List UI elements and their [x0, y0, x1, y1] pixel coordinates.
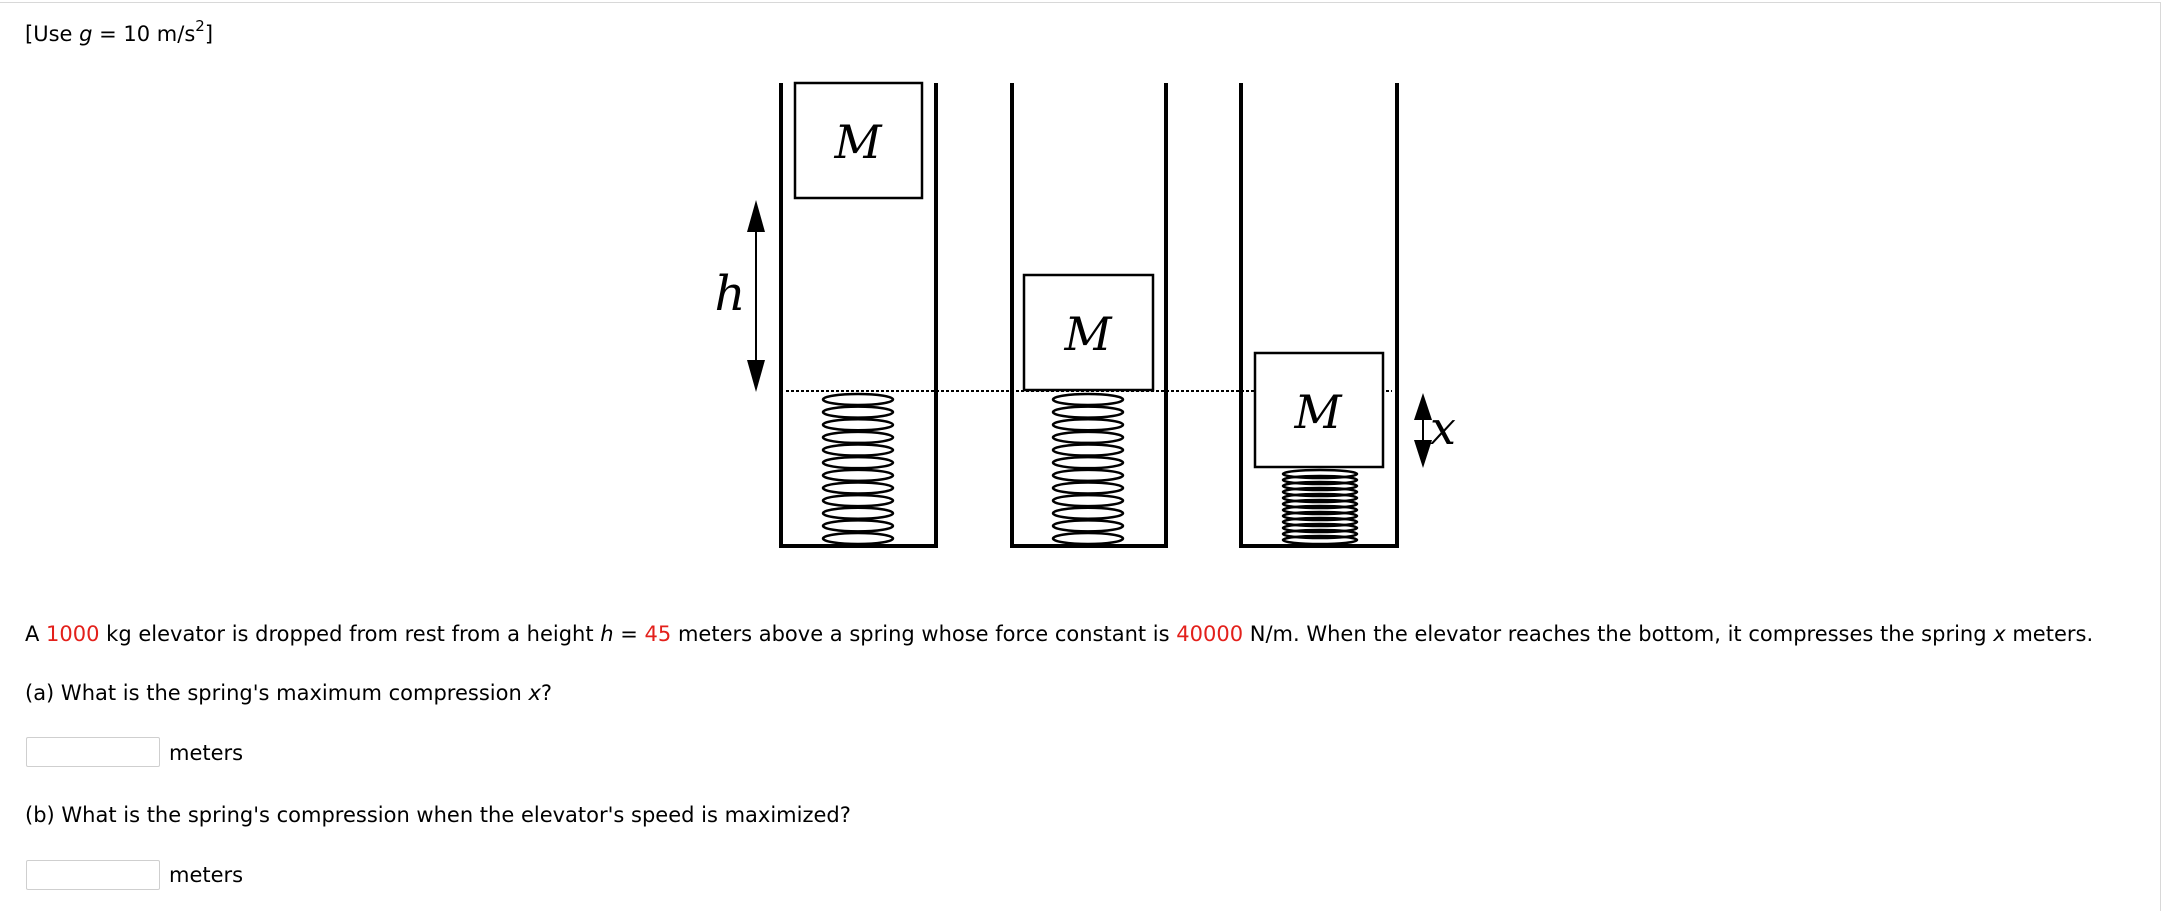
answer-b-unit: meters — [169, 863, 244, 887]
spring-coil — [1051, 468, 1125, 483]
height-arrow — [747, 200, 765, 392]
spring-coil — [821, 519, 895, 533]
answer-a-input[interactable] — [26, 737, 160, 767]
mass-value: 1000 — [46, 622, 100, 646]
mass-label-2: M — [1063, 307, 1113, 361]
spring-coil — [1281, 504, 1359, 516]
spring-3 — [1281, 468, 1359, 546]
spring-coil — [1051, 493, 1125, 508]
spring-coil — [1281, 516, 1359, 528]
spring-coil — [1051, 418, 1125, 432]
mass-block-2 — [1022, 273, 1155, 392]
spring-coil — [1051, 481, 1125, 495]
spring-coil — [821, 455, 895, 470]
mass-label-3: M — [1293, 385, 1343, 439]
compression-label: x — [1430, 401, 1456, 455]
compression-arrow — [1414, 393, 1432, 468]
spring-coil — [1281, 480, 1359, 492]
problem-statement: A 1000 kg elevator is dropped from rest … — [25, 622, 2094, 646]
spring-coil — [821, 506, 895, 520]
spring-coil — [821, 531, 895, 546]
spring-coil — [1051, 455, 1125, 470]
spring-coil — [1281, 522, 1359, 534]
question-a: (a) What is the spring's maximum compres… — [25, 681, 553, 705]
spring-coil — [821, 468, 895, 483]
spring-coil — [1281, 474, 1359, 486]
spring-coil — [821, 418, 895, 432]
given-note: [Use g = 10 m/s2] — [25, 17, 214, 47]
mass-block-1 — [793, 81, 924, 200]
height-label: h — [715, 266, 746, 322]
spring-constant-value: 40000 — [1176, 622, 1244, 646]
spring-coil — [821, 392, 895, 407]
spring-coil — [821, 493, 895, 508]
spring-coil — [1281, 534, 1359, 546]
mass-block-3 — [1253, 351, 1385, 469]
spring-coil — [1051, 531, 1125, 546]
spring-coil — [1281, 486, 1359, 498]
shaft-1 — [779, 83, 938, 548]
shaft-2 — [1010, 83, 1168, 548]
spring-coil — [1281, 498, 1359, 510]
spring-1 — [821, 392, 895, 546]
spring-coil — [1281, 528, 1359, 540]
spring-coil — [821, 481, 895, 495]
spring-coil — [1051, 405, 1125, 419]
spring-coil — [1281, 510, 1359, 522]
answer-a-unit: meters — [169, 741, 244, 765]
answer-b-input[interactable] — [26, 860, 160, 890]
spring-coil — [1051, 443, 1125, 457]
shaft-3 — [1239, 83, 1399, 548]
height-value: 45 — [644, 622, 672, 646]
spring-coil — [1051, 506, 1125, 520]
spring-coil — [821, 405, 895, 419]
question-b: (b) What is the spring's compression whe… — [25, 803, 851, 827]
spring-coil — [1051, 519, 1125, 533]
spring-2 — [1051, 392, 1125, 546]
spring-coil — [1281, 492, 1359, 504]
spring-coil — [1051, 430, 1125, 445]
spring-coil — [1281, 468, 1359, 480]
spring-coil — [1051, 392, 1125, 407]
spring-coil — [821, 443, 895, 457]
mass-label-1: M — [833, 115, 883, 169]
spring-coil — [821, 430, 895, 445]
